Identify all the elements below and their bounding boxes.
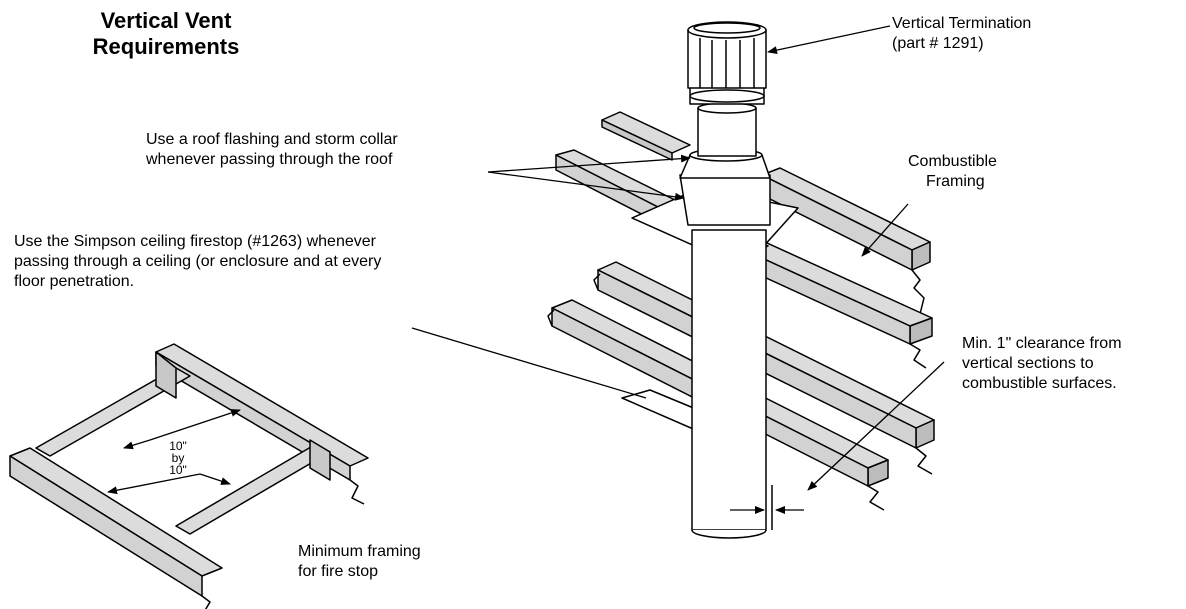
firestop-leader xyxy=(411,327,647,399)
framing-leader xyxy=(861,203,909,257)
collar-leader-1 xyxy=(487,154,691,173)
termination-label: Vertical Termination (part # 1291) xyxy=(892,15,1032,52)
storm-collar xyxy=(679,148,771,226)
roof-joist-back-left xyxy=(601,111,691,161)
title-line-2: Requirements xyxy=(92,34,240,59)
roof-joist-back-right xyxy=(761,167,931,315)
opening-dimension: 10" by 10" xyxy=(169,439,187,477)
title-line-1: Vertical Vent xyxy=(100,8,232,33)
termination-leader xyxy=(767,25,891,55)
dim-arrow-up xyxy=(149,409,241,441)
dim-arrow-down xyxy=(107,473,201,495)
combustible-framing-label: Combustible Framing xyxy=(908,153,997,190)
firestop-label: Use the Simpson ceiling firestop (#1263)… xyxy=(14,233,382,290)
flashing-label: Use a roof flashing and storm collar whe… xyxy=(146,131,398,168)
dim-arrow-right xyxy=(199,473,231,485)
fire-stop-framing xyxy=(9,343,369,609)
minimum-framing-label: Minimum framing for fire stop xyxy=(298,543,421,580)
clearance-label: Min. 1" clearance from vertical sections… xyxy=(962,335,1122,392)
vent-pipe xyxy=(691,229,767,539)
pipe-upper xyxy=(697,102,757,157)
diagram-title: Vertical Vent Requirements xyxy=(66,8,266,60)
leader-lines xyxy=(107,25,945,514)
vertical-termination-cap xyxy=(687,21,767,105)
clearance-leader xyxy=(807,361,945,491)
dim-arrow-left xyxy=(123,439,151,450)
collar-leader-2 xyxy=(487,171,685,201)
